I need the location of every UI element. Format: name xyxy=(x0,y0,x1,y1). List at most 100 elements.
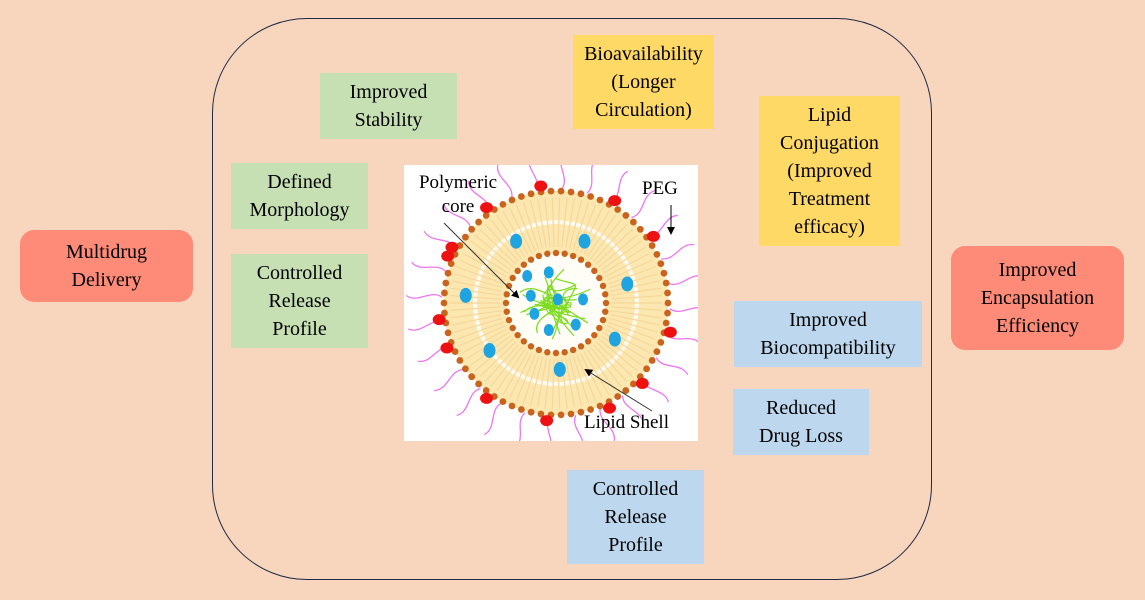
lipid-tail xyxy=(593,223,628,262)
lipid-tail xyxy=(593,344,628,383)
inner-lipid-head xyxy=(561,349,568,356)
reduced-drug-loss-box: Reduced Drug Loss xyxy=(733,389,869,455)
polymer-strand xyxy=(546,304,569,325)
lipid-tail xyxy=(450,306,501,311)
lipid-head xyxy=(577,190,585,198)
lipid-head xyxy=(527,408,535,416)
lipid-tail xyxy=(606,259,654,281)
shell-drug-molecule xyxy=(578,233,591,249)
lipid-head xyxy=(517,406,525,413)
lipid-tail xyxy=(469,240,512,271)
lipid-tail xyxy=(586,349,616,392)
lipid-head xyxy=(614,393,622,400)
inner-lipid-head xyxy=(596,324,603,332)
peg-chain xyxy=(411,261,447,273)
lipid-tail xyxy=(537,358,547,408)
lipid-tail xyxy=(484,344,519,383)
lipid-tail xyxy=(456,266,504,285)
inner-lipid-head xyxy=(527,256,535,263)
polymer-strand xyxy=(560,302,572,323)
peg-chain xyxy=(668,275,698,286)
inner-lipid-head xyxy=(509,274,516,282)
multidrug-delivery-node: Multidrug Delivery xyxy=(20,230,193,302)
improved-biocompatibility-box: Improved Biocompatibility xyxy=(734,301,922,367)
inner-lipid-head xyxy=(591,331,598,339)
lipid-tail xyxy=(502,210,529,255)
lipid-head xyxy=(653,348,661,355)
polymer-strand xyxy=(551,278,576,333)
lipid-head xyxy=(537,410,545,418)
peg-chain xyxy=(442,203,472,228)
lipid-head xyxy=(444,329,452,337)
targeting-ligand xyxy=(441,250,455,262)
shell-drug-molecule xyxy=(621,276,634,292)
targeting-ligand xyxy=(603,402,617,414)
lipid-head xyxy=(657,260,665,268)
peg-chain xyxy=(655,357,689,376)
lipid-head xyxy=(648,242,656,249)
shell-drug-molecule xyxy=(553,362,566,377)
core-drug-molecule xyxy=(552,293,563,306)
lipid-head xyxy=(629,218,637,226)
defined-morphology-box: Defined Morphology xyxy=(231,163,368,229)
lipid-tail xyxy=(496,349,526,392)
lipid-tail xyxy=(610,314,660,326)
inner-lipid-head xyxy=(577,256,585,263)
lipid-tail xyxy=(611,306,662,311)
lipid-head xyxy=(468,373,476,381)
lipid-head xyxy=(475,380,483,388)
lipid-tail xyxy=(462,252,507,278)
lipid-head xyxy=(662,279,670,287)
targeting-ligand xyxy=(534,180,548,192)
lipid-head xyxy=(508,402,516,410)
lipid-tail xyxy=(610,280,660,292)
lipid-conjugation-box: Lipid Conjugation (Improved Treatment ef… xyxy=(759,96,900,246)
lipid-tail xyxy=(450,287,501,296)
lipid-tail xyxy=(522,356,540,404)
lipid-head xyxy=(508,196,516,204)
lipid-head xyxy=(527,190,535,198)
polymeric-core-label: Polymeric core xyxy=(418,172,498,217)
lipid-tail xyxy=(590,346,622,387)
lipid-tail xyxy=(600,240,643,271)
lipid-tail xyxy=(583,210,610,255)
nanoparticle-illustration xyxy=(405,165,698,441)
lipid-head xyxy=(441,309,448,317)
lipid-head xyxy=(614,206,622,213)
inner-lipid-head xyxy=(552,249,560,257)
lipid-tail xyxy=(611,287,662,296)
lipid-tail xyxy=(609,317,659,333)
lipid-tail xyxy=(458,325,506,347)
lipid-head xyxy=(567,188,575,196)
inner-lipid-head xyxy=(577,343,585,350)
lipid-head xyxy=(567,410,575,418)
lipid-head xyxy=(475,218,483,226)
lipid-tail xyxy=(598,234,638,268)
peg-chain xyxy=(621,395,645,425)
peg-chain xyxy=(405,293,443,299)
polymeric-core-arrow xyxy=(443,222,520,299)
lipid-tail xyxy=(537,198,547,248)
peg-chain xyxy=(497,165,513,199)
lipid-tail xyxy=(484,223,519,262)
peg-chain xyxy=(586,165,594,194)
peg-chain xyxy=(669,307,698,313)
peg-chain xyxy=(631,189,656,219)
lipid-tail xyxy=(453,317,503,333)
lipid-head xyxy=(547,187,555,195)
lipid-tail xyxy=(450,310,501,319)
inner-lipid-head xyxy=(569,346,577,354)
lipid-head xyxy=(596,402,604,410)
lipid-head xyxy=(461,233,469,241)
lipid-head xyxy=(461,365,469,373)
targeting-ligand xyxy=(646,230,660,242)
inner-lipid-head xyxy=(535,346,543,354)
lipid-tail xyxy=(529,200,544,249)
targeting-ligand xyxy=(540,415,554,427)
peg-chain xyxy=(560,165,566,190)
inner-lipid-head xyxy=(503,291,510,298)
lipid-tail xyxy=(572,356,590,404)
core-drug-molecule xyxy=(570,318,581,331)
lipid-tail xyxy=(606,325,654,347)
lipid-head xyxy=(636,225,644,233)
